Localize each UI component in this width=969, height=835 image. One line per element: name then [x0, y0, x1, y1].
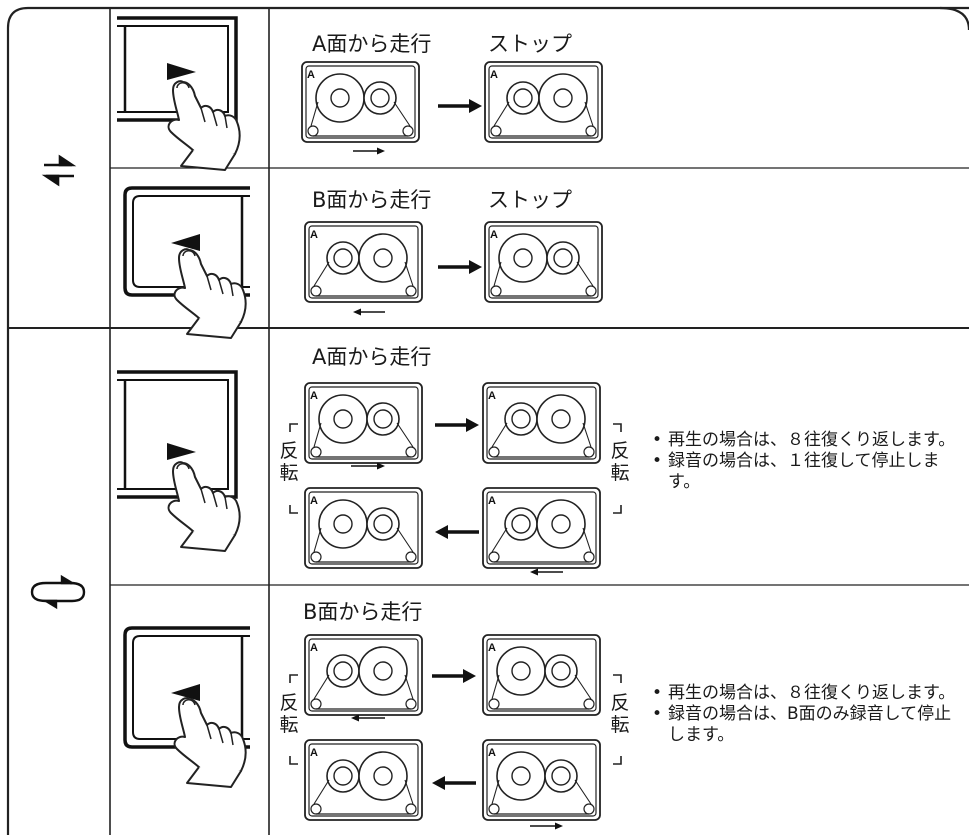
cassette-side-mark: A — [307, 69, 315, 81]
side-label: A面から走行 — [312, 32, 432, 56]
cassette-side-mark: A — [488, 747, 496, 759]
cassette-side-mark: A — [310, 642, 318, 654]
cassette-side-mark: A — [490, 229, 498, 241]
cassette-side-mark: A — [310, 229, 318, 241]
cassette: A — [482, 634, 601, 716]
side-label: B面から走行 — [312, 188, 432, 212]
continuous-reverse-icon — [30, 574, 86, 610]
cassette: A — [304, 487, 423, 569]
one-way-reverse-icon — [41, 154, 77, 187]
note-list: 再生の場合は、８往復くり返します。 録音の場合は、B面のみ録音して停止します。 — [650, 683, 960, 746]
cassette: A — [304, 221, 423, 303]
cassette: A — [482, 739, 601, 821]
cassette-side-mark: A — [490, 69, 498, 81]
cassette-side-mark: A — [488, 495, 496, 507]
transition-arrows — [351, 99, 563, 830]
reverse-label: 反転 — [279, 440, 299, 484]
note-list: 再生の場合は、８往復くり返します。 録音の場合は、１往復して停止します。 — [650, 430, 960, 493]
play-forward-button — [117, 370, 241, 552]
cassette: A — [304, 382, 423, 464]
cassette-diagram: A A A A A A A A A A A A — [301, 61, 603, 821]
note-item: 録音の場合は、１往復して停止します。 — [650, 451, 960, 493]
cassette: A — [482, 382, 601, 464]
cassette: A — [484, 61, 603, 143]
reverse-label: 反転 — [610, 692, 630, 736]
play-reverse-button — [123, 626, 250, 788]
cassette: A — [482, 487, 601, 569]
stop-label: ストップ — [488, 188, 572, 212]
side-label: B面から走行 — [303, 600, 423, 624]
cassette: A — [304, 739, 423, 821]
play-reverse-button — [123, 186, 250, 339]
cassette-side-mark: A — [310, 747, 318, 759]
cassette-side-mark: A — [488, 390, 496, 402]
stop-label: ストップ — [488, 32, 572, 56]
reverse-label: 反転 — [610, 440, 630, 484]
cassette: A — [484, 221, 603, 303]
note-item: 再生の場合は、８往復くり返します。 — [650, 683, 960, 704]
cassette-side-mark: A — [488, 642, 496, 654]
side-label: A面から走行 — [312, 345, 432, 369]
note-item: 再生の場合は、８往復くり返します。 — [650, 430, 960, 451]
cassette-side-mark: A — [310, 495, 318, 507]
note-item: 録音の場合は、B面のみ録音して停止します。 — [650, 704, 960, 746]
play-forward-button — [117, 16, 241, 171]
cassette: A — [301, 61, 420, 143]
cassette: A — [304, 634, 423, 716]
cassette-side-mark: A — [310, 390, 318, 402]
reverse-label: 反転 — [279, 692, 299, 736]
reverse-brackets — [289, 423, 622, 765]
